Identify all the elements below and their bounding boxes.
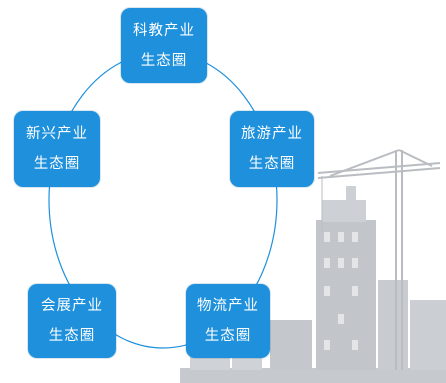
node-wuliu-line1: 物流产业 bbox=[197, 298, 259, 314]
node-wuliu-line2: 生态圈 bbox=[204, 328, 252, 344]
node-lvyou-line2: 生态圈 bbox=[248, 156, 296, 172]
node-xinxing-ecosystem: 新兴产业 生态圈 bbox=[14, 111, 100, 187]
node-xinxing-line1: 新兴产业 bbox=[26, 126, 88, 142]
node-huizhan-line1: 会展产业 bbox=[41, 298, 103, 314]
crane-silhouette bbox=[317, 149, 441, 370]
node-xinxing-line2: 生态圈 bbox=[33, 156, 81, 172]
node-lvyou-line1: 旅游产业 bbox=[241, 126, 303, 142]
node-lvyou-ecosystem: 旅游产业 生态圈 bbox=[230, 111, 314, 187]
node-keji-line1: 科教产业 bbox=[133, 22, 195, 39]
node-wuliu-ecosystem: 物流产业 生态圈 bbox=[186, 284, 270, 358]
node-huizhan-line2: 生态圈 bbox=[48, 328, 96, 344]
node-keji-line2: 生态圈 bbox=[140, 52, 188, 69]
node-keji-ecosystem: 科教产业 生态圈 bbox=[121, 8, 207, 83]
node-huizhan-ecosystem: 会展产业 生态圈 bbox=[28, 284, 116, 358]
